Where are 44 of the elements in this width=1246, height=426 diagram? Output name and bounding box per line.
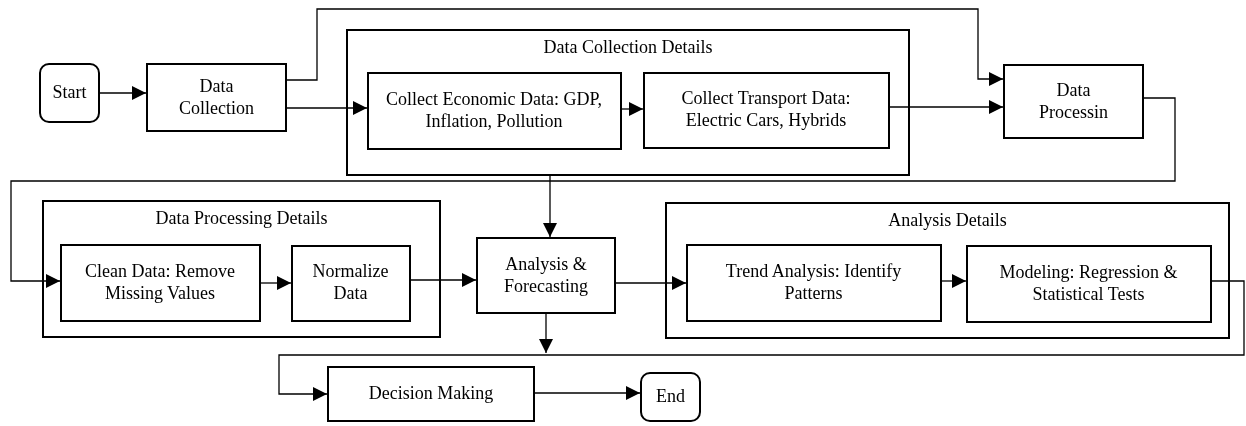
- group-title: Analysis Details: [888, 210, 1007, 232]
- arrow: [615, 276, 687, 290]
- arrow: [99, 86, 147, 100]
- node-label: Collect Economic Data: GDP, Inflation, Pollution: [385, 88, 603, 133]
- node-label: Start: [51, 82, 88, 104]
- process-box: [146, 63, 287, 132]
- arrow: [10, 97, 1176, 288]
- arrow: [278, 280, 1245, 401]
- arrow: [621, 102, 644, 116]
- group-frame: [346, 29, 910, 176]
- arrow: [941, 274, 967, 288]
- node-label: Modeling: Regression & Statistical Tests: [998, 261, 1179, 306]
- group-title: Data Collection Details: [543, 37, 713, 59]
- group-title: Data Processing Details: [155, 208, 328, 230]
- node-label: Clean Data: Remove Missing Values: [84, 260, 236, 305]
- process-box: [290, 244, 411, 322]
- terminal-box: [39, 63, 100, 123]
- process-box: [59, 243, 261, 322]
- node-label: Analysis & Forecasting: [503, 253, 589, 298]
- group-frame: [665, 202, 1230, 339]
- node-label: Data Processin: [1038, 79, 1109, 124]
- arrow: [539, 313, 553, 354]
- node-label: Collect Transport Data: Electric Cars, Hybrids: [680, 88, 852, 132]
- arrow: [286, 101, 368, 115]
- arrow: [410, 273, 477, 287]
- node-label: Decision Making: [367, 383, 495, 405]
- process-box: [685, 243, 942, 322]
- arrow: [889, 100, 1004, 114]
- node-label: Trend Analysis: Identify Patterns: [724, 260, 903, 305]
- process-box: [642, 71, 890, 149]
- group-frame: [42, 200, 441, 338]
- process-box: [366, 71, 622, 150]
- process-box: [327, 366, 535, 422]
- node-label: Data Collection: [178, 75, 255, 120]
- arrow: [534, 386, 641, 400]
- process-box: [1003, 64, 1144, 139]
- arrow: [286, 8, 1004, 86]
- node-label: End: [655, 386, 686, 408]
- process-box: [965, 244, 1212, 323]
- arrow: [543, 175, 557, 238]
- terminal-box: [640, 372, 701, 422]
- process-box: [476, 237, 616, 314]
- node-label: Normalize Data: [311, 261, 390, 305]
- arrow: [260, 276, 292, 290]
